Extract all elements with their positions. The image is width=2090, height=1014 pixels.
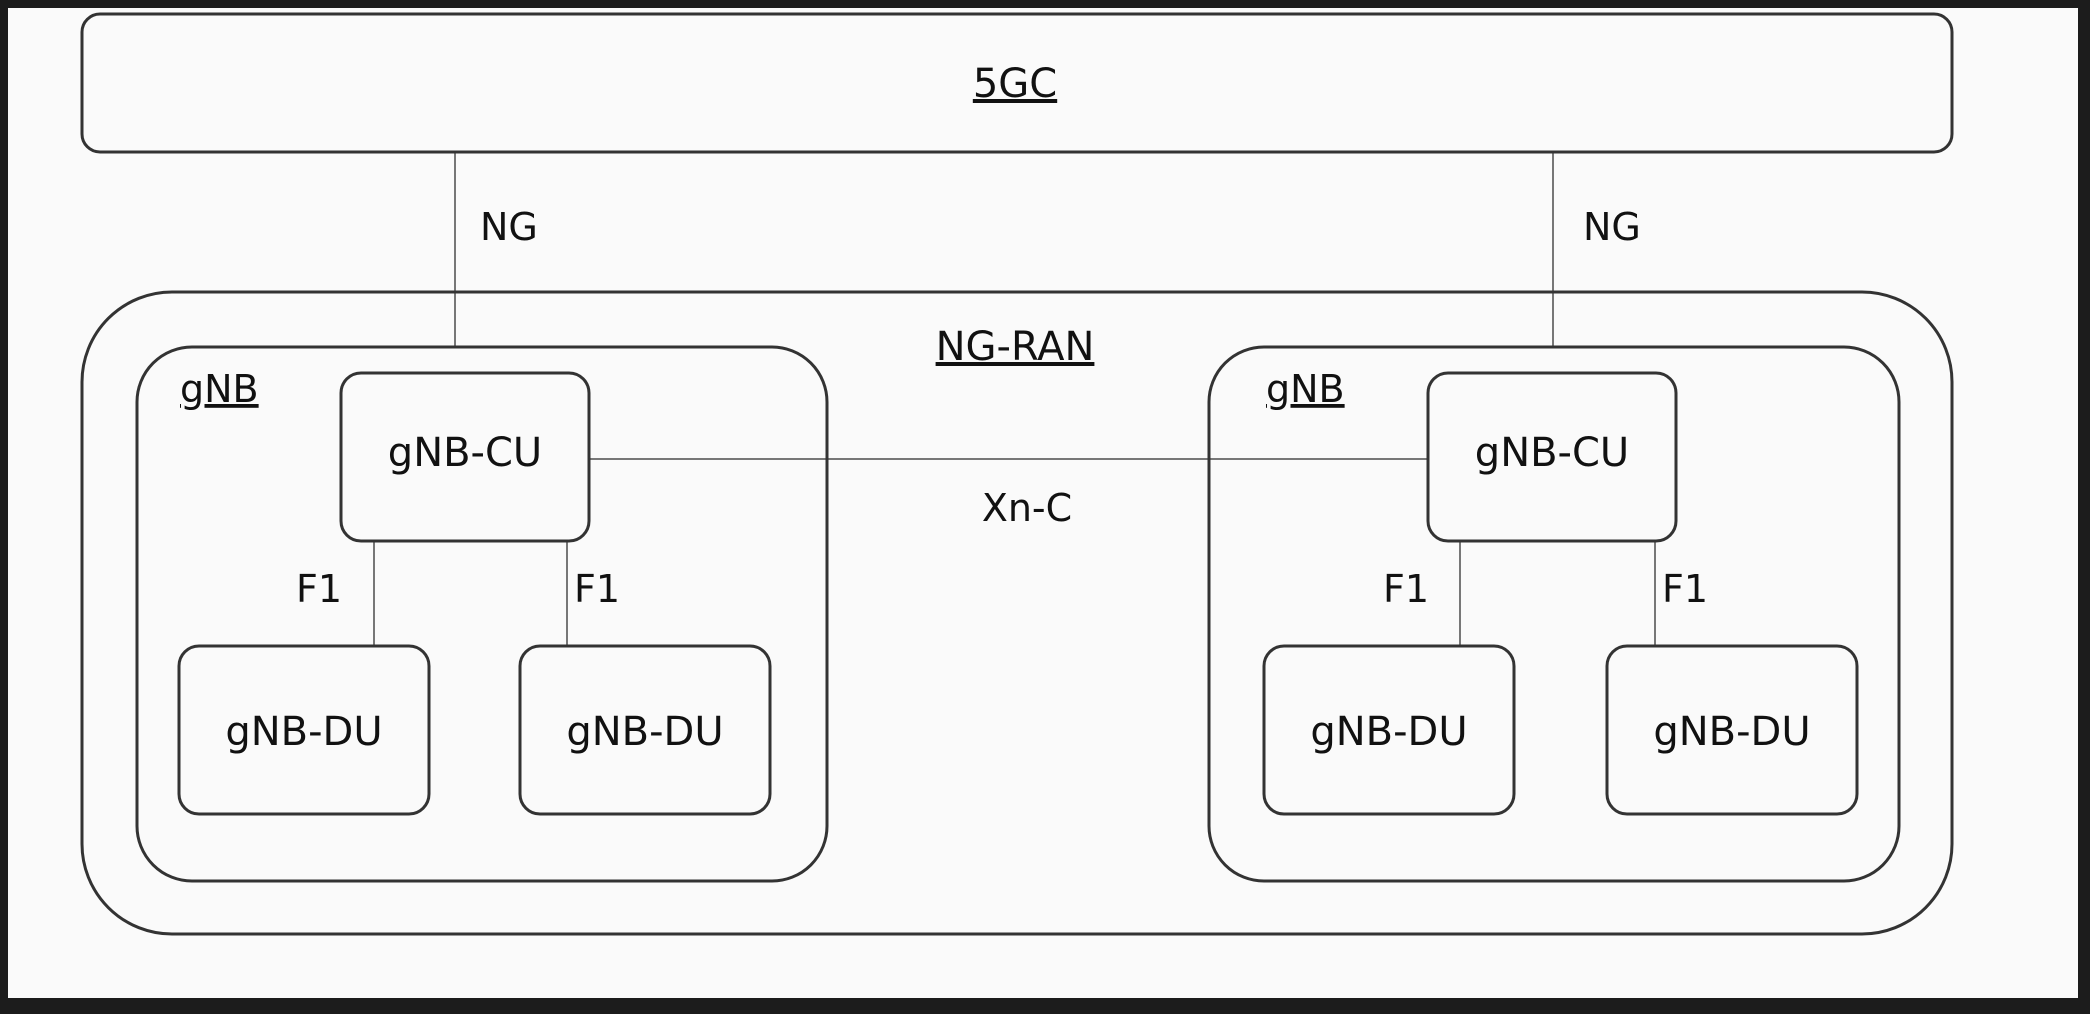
xn-c-label: Xn-C (982, 486, 1072, 530)
gnb-right-du-b-label: gNB-DU (1653, 709, 1810, 755)
ng-ran-region: NG-RAN (80, 290, 1954, 936)
gnb-left-du-b-label: gNB-DU (566, 709, 723, 755)
gnb-right-du-a-box: gNB-DU (1262, 644, 1516, 816)
gnb-right-cu-label: gNB-CU (1475, 430, 1629, 476)
gnb-left-label: gNB (180, 367, 259, 411)
core-network-label: 5GC (973, 61, 1057, 107)
gnb-right-cu-box: gNB-CU (1426, 371, 1678, 543)
ng-label-left: NG (480, 205, 538, 249)
ng-label-right: NG (1583, 205, 1641, 249)
gnb-left-du-a-box: gNB-DU (177, 644, 431, 816)
gnb-left-cu-label: gNB-CU (388, 430, 542, 476)
gnb-left-cu-box: gNB-CU (339, 371, 591, 543)
core-network-box: 5GC (80, 12, 1954, 154)
gnb-left-du-a-label: gNB-DU (225, 709, 382, 755)
gnb-left-du-b-box: gNB-DU (518, 644, 772, 816)
ng-ran-label: NG-RAN (936, 324, 1095, 370)
gnb-right-label: gNB (1266, 367, 1345, 411)
f1-label-right-b: F1 (1662, 567, 1708, 611)
f1-label-left-a: F1 (296, 567, 342, 611)
gnb-right-du-a-label: gNB-DU (1310, 709, 1467, 755)
gnb-right: gNB gNB-CU F1 F1 gNB-DU gNB-DU (1207, 345, 1901, 883)
gnb-left: gNB gNB-CU F1 F1 gNB-DU gNB-DU (135, 345, 829, 883)
f1-label-left-b: F1 (574, 567, 620, 611)
f1-label-right-a: F1 (1383, 567, 1429, 611)
gnb-right-du-b-box: gNB-DU (1605, 644, 1859, 816)
